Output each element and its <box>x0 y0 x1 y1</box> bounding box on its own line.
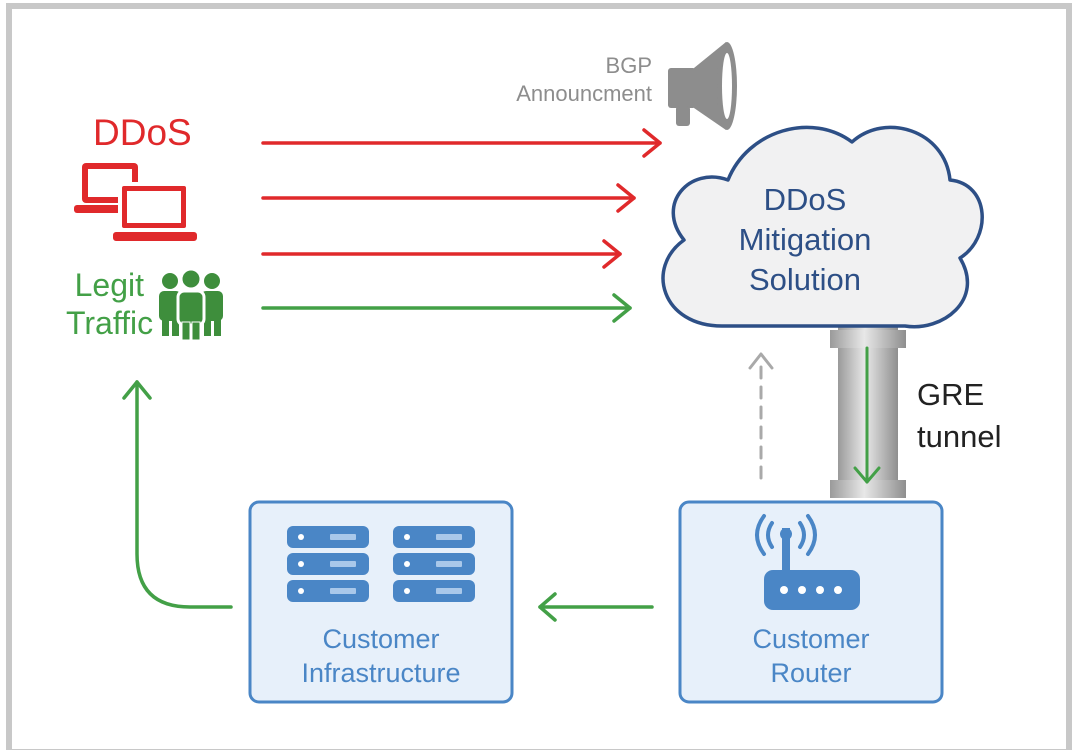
outer-border <box>6 3 1072 750</box>
tunnel-down-arrow <box>853 346 881 484</box>
router-line1: Customer <box>752 624 870 654</box>
infrastructure-label: Customer Infrastructure <box>250 622 512 690</box>
router-line2: Router <box>770 658 852 688</box>
infrastructure-line2: Infrastructure <box>301 658 461 688</box>
cloud-line3: Solution <box>748 262 862 297</box>
attack-arrow-1 <box>261 128 662 158</box>
legit-line1: Legit <box>74 267 144 303</box>
mitigation-cloud <box>661 125 984 329</box>
router-label: Customer Router <box>680 622 942 690</box>
dashed-up-arrow <box>748 352 774 480</box>
attack-arrow-3 <box>261 239 622 269</box>
tunnel-label: GRE tunnel <box>917 374 1001 458</box>
servers-icon <box>287 526 475 602</box>
legit-traffic-label: Legit Traffic <box>66 266 154 342</box>
cloud-label: DDoS Mitigation Solution <box>690 180 920 300</box>
router-icon <box>755 514 860 610</box>
bgp-line2: Announcment <box>516 81 652 106</box>
tunnel-line2: tunnel <box>917 419 1002 454</box>
infrastructure-line1: Customer <box>322 624 440 654</box>
return-arrow <box>122 380 233 609</box>
cloud-line1: DDoS <box>763 182 847 217</box>
cloud-line2: Mitigation <box>738 222 872 257</box>
megaphone-icon <box>668 42 737 130</box>
users-group-icon <box>159 267 223 341</box>
legit-line2: Traffic <box>66 305 154 341</box>
bgp-line1: BGP <box>605 53 652 78</box>
router-to-infra-arrow <box>538 592 654 622</box>
attacker-laptops-icon <box>74 163 199 243</box>
bgp-label: BGP Announcment <box>470 52 652 108</box>
attack-arrow-2 <box>261 183 636 213</box>
tunnel-line1: GRE <box>917 377 985 412</box>
attacker-label: DDoS <box>93 112 192 153</box>
legit-arrow <box>261 293 632 323</box>
customer-infrastructure-box <box>248 500 514 704</box>
